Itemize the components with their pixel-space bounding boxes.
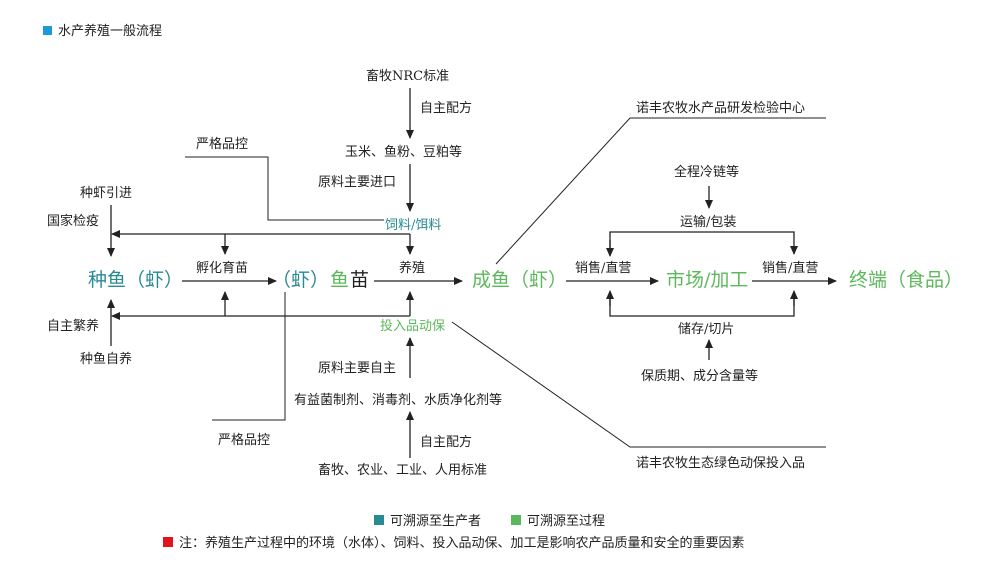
- title-marker: [43, 26, 52, 35]
- label-strict-qc-bottom: 严格品控: [218, 432, 270, 448]
- transport-loop: [609, 231, 798, 255]
- bracket-strict-qc-bottom: [212, 292, 286, 421]
- label-storage: 储存/切片: [678, 322, 734, 337]
- label-self-formula-top: 自主配方: [420, 100, 472, 116]
- label-national-quarantine: 国家检疫: [47, 213, 99, 229]
- node-fry-prefix: （虾）: [272, 269, 329, 291]
- legend-marker-producer: [374, 515, 384, 525]
- bracket-strict-qc-top: [185, 156, 384, 221]
- label-nrc-standard: 畜牧NRC标准: [366, 68, 449, 84]
- label-self-formula-bottom: 自主配方: [420, 434, 472, 450]
- node-brood-fish: 种鱼（虾）: [88, 269, 183, 291]
- label-sales-2: 销售/直营: [762, 260, 818, 276]
- connector-rnd-center: [495, 117, 826, 265]
- node-market: 市场/加工: [666, 269, 748, 291]
- label-shelf-life: 保质期、成分含量等: [641, 368, 758, 384]
- note-text: 注：养殖生产过程中的环境（水体）、饲料、投入品动保、加工是影响农产品质量和安全的…: [179, 535, 745, 551]
- node-fry-fish: 鱼: [330, 269, 349, 291]
- label-raw-import: 原料主要进口: [318, 175, 396, 190]
- label-breeding: 养殖: [399, 260, 425, 276]
- node-terminal: 终端（食品）: [849, 269, 963, 291]
- legend-label-producer: 可溯源至生产者: [390, 513, 481, 529]
- label-standards: 畜牧、农业、工业、人用标准: [318, 462, 487, 478]
- label-strict-qc-top: 严格品控: [196, 136, 248, 152]
- storage-loop: [609, 292, 795, 317]
- label-probiotics: 有益菌制剂、消毒剂、水质净化剂等: [294, 392, 502, 408]
- note-marker: [163, 537, 173, 547]
- label-self-breed: 自主繁养: [47, 318, 99, 334]
- label-shrimp-intro: 种虾引进: [80, 186, 132, 201]
- label-raw-self: 原料主要自主: [318, 361, 396, 376]
- node-inputs: 投入品动保: [380, 318, 445, 334]
- label-hatch: 孵化育苗: [196, 260, 248, 276]
- node-fry-miao: 苗: [350, 269, 369, 291]
- label-self-raise: 种鱼自养: [80, 351, 132, 367]
- legend-label-process: 可溯源至过程: [527, 513, 605, 529]
- label-sales-1: 销售/直营: [575, 260, 631, 276]
- label-rnd-center: 诺丰农牧水产品研发检验中心: [636, 100, 805, 116]
- label-transport: 运输/包装: [680, 214, 736, 230]
- connector-green-inputs: [451, 321, 826, 448]
- node-feed: 饲料/饵料: [385, 218, 441, 233]
- label-green-inputs: 诺丰农牧生态绿色动保投入品: [636, 455, 805, 471]
- label-cold-chain: 全程冷链等: [674, 164, 739, 180]
- label-corn-fishmeal: 玉米、鱼粉、豆粕等: [345, 144, 462, 160]
- legend-marker-process: [511, 515, 521, 525]
- diagram-title: 水产养殖一般流程: [58, 23, 162, 39]
- node-adult-fish: 成鱼（虾）: [472, 269, 567, 291]
